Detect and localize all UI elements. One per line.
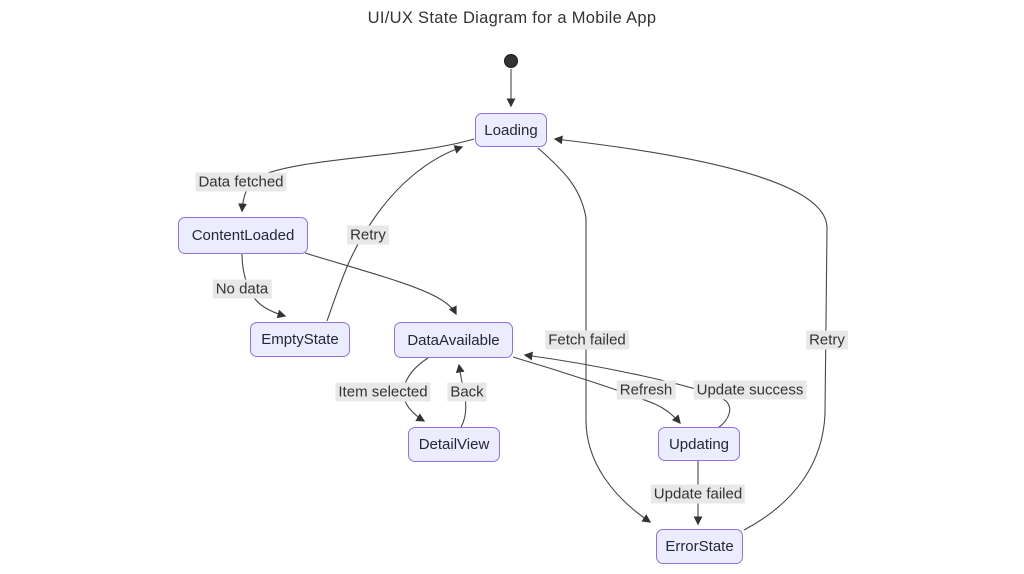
edge-label-fetch-failed: Fetch failed: [545, 330, 629, 350]
edge-errorstate-to-loading: [553, 135, 828, 531]
edge-label-retry-errorstate: Retry: [806, 330, 848, 350]
state-node-updating: Updating: [658, 427, 740, 461]
edge-dataavailable-to-detailview: [403, 357, 429, 422]
edge-label-refresh: Refresh: [616, 380, 676, 400]
state-node-loading: Loading: [475, 113, 547, 147]
edge-contentloaded-to-dataavailable: [304, 252, 457, 316]
edge-label-item-selected: Item selected: [335, 382, 431, 402]
edge-label-no-data: No data: [212, 279, 272, 299]
state-node-detailview: DetailView: [408, 427, 500, 462]
edge-loading-to-errorstate: [537, 147, 652, 523]
edge-label-update-success: Update success: [693, 380, 807, 400]
state-node-errorstate: ErrorState: [656, 529, 743, 564]
edge-label-retry-emptystate: Retry: [347, 225, 389, 245]
state-node-emptystate: EmptyState: [250, 322, 350, 357]
edge-label-back: Back: [447, 382, 487, 402]
state-node-contentloaded: ContentLoaded: [178, 217, 308, 254]
state-node-dataavailable: DataAvailable: [394, 322, 513, 358]
edge-emptystate-to-loading: [326, 145, 464, 322]
initial-state-dot: [504, 54, 518, 68]
edge-label-data-fetched: Data fetched: [195, 172, 287, 192]
diagram-title: UI/UX State Diagram for a Mobile App: [367, 9, 657, 27]
edge-label-update-failed: Update failed: [650, 484, 746, 504]
edge-loading-to-contentloaded: [238, 138, 475, 213]
